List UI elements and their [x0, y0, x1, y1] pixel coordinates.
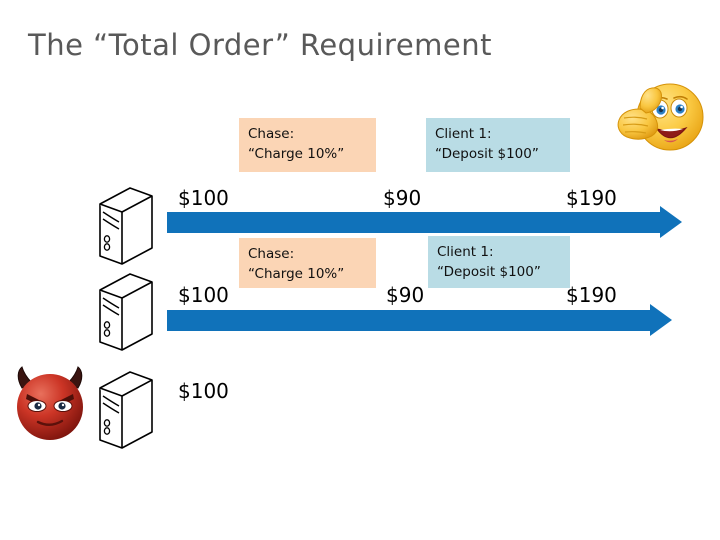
arrow-head-icon [650, 304, 672, 336]
message-command: “Deposit $100” [437, 263, 541, 280]
message-box-chase-row1: Chase: “Charge 10%” [239, 118, 376, 172]
timeline-shaft [167, 310, 650, 331]
amount-label-row2-start: $100 [178, 283, 229, 307]
amount-label-row1-mid: $90 [383, 186, 422, 210]
timeline-arrow-row1 [167, 206, 682, 238]
message-command: “Charge 10%” [248, 145, 345, 162]
amount-label-row2-end: $190 [566, 283, 617, 307]
thumbs-up-smiley-emoji [598, 62, 716, 160]
message-box-client1-row2: Client 1: “Deposit $100” [428, 236, 570, 288]
message-box-client1-row1: Client 1: “Deposit $100” [426, 118, 570, 172]
amount-label-row1-end: $190 [566, 186, 617, 210]
message-sender: Chase: [248, 246, 295, 262]
timeline-arrow-row2 [167, 304, 672, 336]
devil-face-emoji [8, 358, 92, 446]
message-command: “Charge 10%” [248, 265, 345, 282]
message-command: “Deposit $100” [435, 145, 539, 162]
server-tower-icon [92, 366, 160, 452]
message-box-chase-row2: Chase: “Charge 10%” [239, 238, 376, 288]
page-title: The “Total Order” Requirement [28, 28, 492, 62]
arrow-head-icon [660, 206, 682, 238]
message-sender: Chase: [248, 126, 295, 142]
amount-label-row3-start: $100 [178, 379, 229, 403]
message-sender: Client 1: [437, 244, 494, 260]
amount-label-row1-start: $100 [178, 186, 229, 210]
amount-label-row2-mid: $90 [386, 283, 425, 307]
message-sender: Client 1: [435, 126, 492, 142]
server-tower-icon [92, 268, 160, 354]
server-tower-icon [92, 182, 160, 268]
timeline-shaft [167, 212, 660, 233]
